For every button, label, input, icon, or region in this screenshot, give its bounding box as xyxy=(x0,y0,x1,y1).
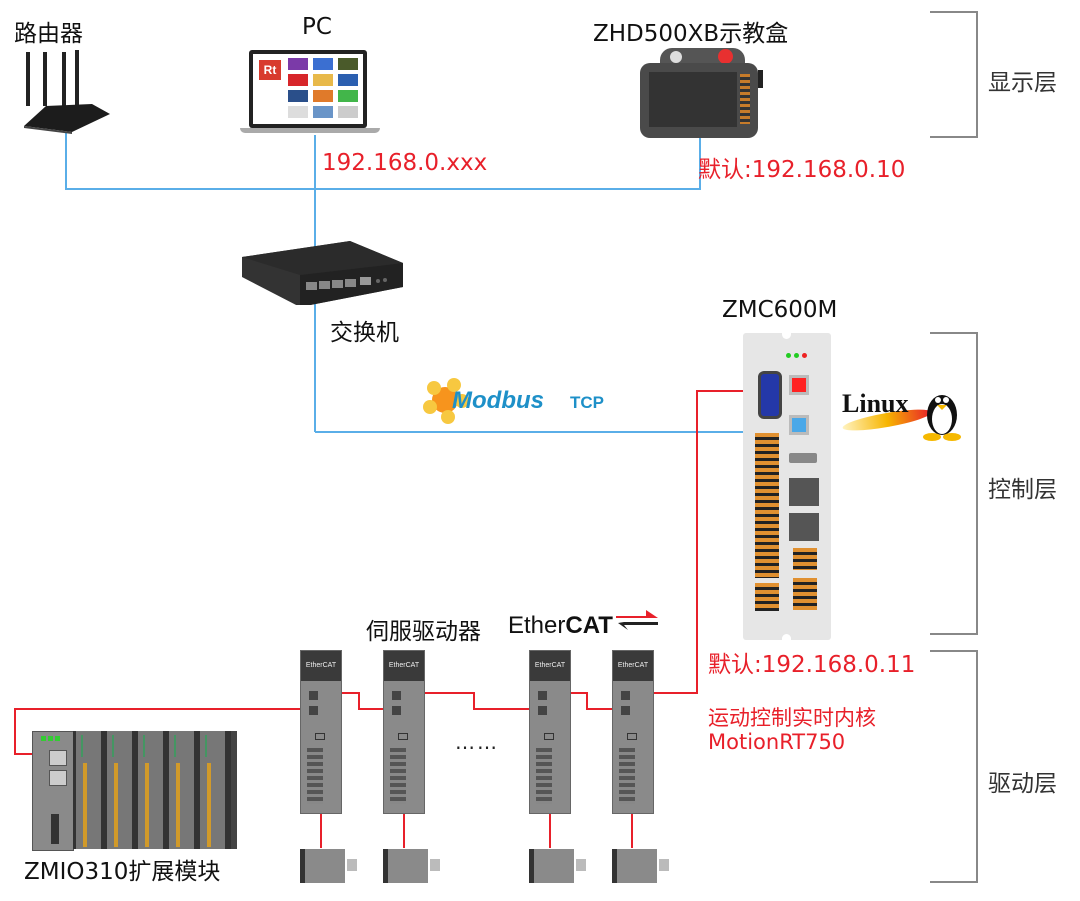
modbus-text: Modbus xyxy=(452,387,544,414)
drive-logo: EtherCAT xyxy=(384,651,424,681)
switch-label: 交换机 xyxy=(330,320,399,346)
teach-pendant-label: ZHD500XB示教盒 xyxy=(593,21,789,47)
io-module-icon xyxy=(32,731,237,851)
usb-port-2 xyxy=(789,513,819,541)
servo-drive-2: EtherCAT xyxy=(383,650,440,883)
servo-drive-4: EtherCAT xyxy=(612,650,669,883)
layer-drive-label: 驱动层 xyxy=(988,771,1057,797)
linux-text: Linux xyxy=(842,389,909,418)
modbus-hex-icon xyxy=(423,378,469,424)
teach-pendant-ip: 默认:192.168.0.10 xyxy=(698,157,906,183)
router-icon xyxy=(24,50,110,134)
io-module-wire xyxy=(14,708,311,755)
drive-logo: EtherCAT xyxy=(530,651,570,681)
servo-drives-label: 伺服驱动器 xyxy=(366,619,481,645)
usb-port-1 xyxy=(789,478,819,506)
hdmi-port xyxy=(789,453,817,463)
controller-ip: 默认:192.168.0.11 xyxy=(708,652,916,678)
io-module-label: ZMIO310扩展模块 xyxy=(24,859,221,885)
controller-label: ZMC600M xyxy=(722,297,838,323)
layer-control-label: 控制层 xyxy=(988,477,1057,503)
servo-drive-1: EtherCAT xyxy=(300,650,357,883)
app-icons-grid xyxy=(288,58,360,122)
laptop-icon: Rt xyxy=(240,48,380,138)
servo-drive-3: EtherCAT xyxy=(529,650,586,883)
bracket-display xyxy=(930,11,978,138)
ethercat-logo: EtherCAT xyxy=(508,610,658,640)
kernel-name-en: MotionRT750 xyxy=(708,730,846,754)
router-wire xyxy=(65,133,701,190)
ethercat-logo-suffix: CAT xyxy=(565,612,613,639)
switch-icon xyxy=(242,241,403,305)
ethercat-port xyxy=(789,375,809,395)
controller-icon xyxy=(743,333,831,640)
teach-pendant-icon xyxy=(640,48,765,138)
kernel-name-cn: 运动控制实时内核 xyxy=(708,706,876,730)
linux-logo: Linux xyxy=(838,385,968,445)
layer-brackets xyxy=(930,11,978,883)
ethercat-logo-prefix: Ether xyxy=(508,612,566,639)
io-terminal-block xyxy=(755,433,779,578)
pc-label: PC xyxy=(302,14,332,40)
router-label: 路由器 xyxy=(14,21,83,47)
modbus-tcp-logo: Modbus TCP xyxy=(420,375,630,424)
bracket-control xyxy=(930,332,978,635)
tcp-text: TCP xyxy=(570,393,604,412)
ethercat-arrows-icon xyxy=(616,610,658,630)
drive-logo: EtherCAT xyxy=(613,651,653,681)
layer-display-label: 显示层 xyxy=(988,70,1057,96)
drive-logo: EtherCAT xyxy=(301,651,341,681)
drive-chain-wire-2 xyxy=(394,692,540,710)
rt-logo: Rt xyxy=(259,60,281,80)
ethernet-port xyxy=(789,415,809,435)
tux-penguin-icon xyxy=(923,395,961,441)
bracket-drive xyxy=(930,650,978,883)
drives-ellipsis: …… xyxy=(455,730,499,754)
pc-ip: 192.168.0.xxx xyxy=(322,150,488,176)
serial-port xyxy=(758,371,782,419)
